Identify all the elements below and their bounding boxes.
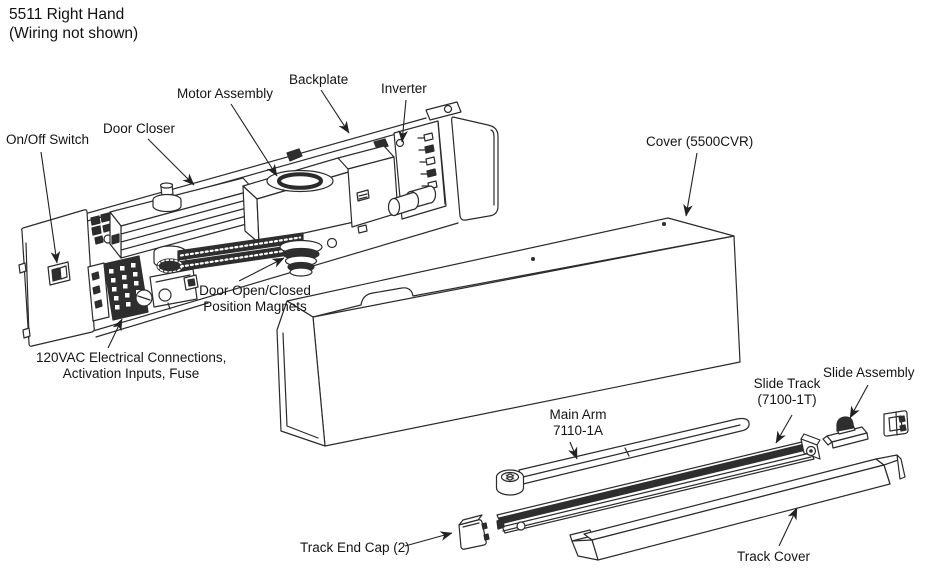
label-slide-track-line1: Slide Track — [753, 376, 821, 391]
diagram-title-line2: (Wiring not shown) — [9, 25, 139, 42]
leader-door-magnets — [238, 257, 285, 282]
label-motor-assembly: Motor Assembly — [177, 86, 274, 101]
terminal-block-drawing — [87, 255, 153, 322]
slide-track-drawing — [496, 433, 821, 534]
leader-track-end-cap — [404, 531, 453, 547]
leader-slide-assembly — [849, 384, 869, 419]
leader-main-arm — [568, 441, 578, 460]
mounting-bracket-drawing — [90, 212, 113, 245]
operator-assembly-drawing — [18, 101, 499, 347]
leader-slide-track — [775, 414, 793, 444]
leader-electrical — [107, 318, 123, 349]
diagram-title-line1: 5511 Right Hand — [9, 6, 125, 23]
end-cap-right-drawing — [883, 410, 909, 437]
label-door-magnets: Door Open/Closed Position Magnets — [196, 283, 314, 315]
label-slide-track-line2: (7100-1T) — [757, 392, 817, 407]
label-inverter: Inverter — [381, 81, 427, 96]
label-on-off-switch: On/Off Switch — [6, 132, 90, 147]
label-slide-track: Slide Track (7100-1T) — [750, 376, 824, 408]
label-electrical: 120VAC Electrical Connections, Activatio… — [36, 350, 226, 382]
on-off-switch-drawing — [51, 267, 61, 282]
label-main-arm: Main Arm 7110-1A — [542, 407, 614, 439]
label-electrical-line1: 120VAC Electrical Connections, — [36, 350, 227, 365]
label-main-arm-line2: 7110-1A — [552, 423, 604, 438]
label-cover: Cover (5500CVR) — [646, 134, 754, 149]
main-arm-drawing — [495, 417, 750, 496]
motor-assembly-drawing — [242, 157, 355, 249]
label-electrical-line2: Activation Inputs, Fuse — [62, 366, 200, 381]
leader-arrows — [40, 89, 869, 547]
label-door-closer: Door Closer — [103, 121, 176, 136]
leader-on-off-switch — [40, 151, 61, 264]
label-track-end-cap: Track End Cap (2) — [300, 540, 410, 555]
inverter-drawing — [387, 121, 446, 217]
cover-drawing — [276, 217, 741, 447]
label-backplate: Backplate — [289, 72, 349, 87]
label-door-magnets-line2: Position Magnets — [203, 299, 307, 314]
track-end-cap-drawing — [458, 514, 490, 550]
label-main-arm-line1: Main Arm — [549, 407, 607, 422]
slide-assembly-drawing — [822, 416, 869, 449]
on-off-switch-plate-drawing — [18, 209, 95, 347]
leader-cover — [683, 152, 698, 217]
label-door-magnets-line1: Door Open/Closed — [199, 283, 311, 298]
leader-track-cover — [778, 507, 798, 547]
gearbox-drawing — [337, 145, 399, 234]
position-magnets-drawing — [279, 239, 323, 277]
right-end-plate-drawing — [425, 101, 499, 221]
track-cover-drawing — [569, 454, 906, 561]
label-slide-assembly: Slide Assembly — [823, 365, 915, 380]
capacitors-drawing — [387, 185, 437, 217]
leader-motor-assembly — [230, 103, 278, 177]
leader-inverter — [398, 99, 408, 143]
leader-door-closer — [147, 138, 195, 186]
diagram-title: 5511 Right Hand (Wiring not shown) — [9, 5, 138, 43]
leader-backplate — [320, 89, 350, 134]
label-track-cover: Track Cover — [737, 549, 811, 564]
